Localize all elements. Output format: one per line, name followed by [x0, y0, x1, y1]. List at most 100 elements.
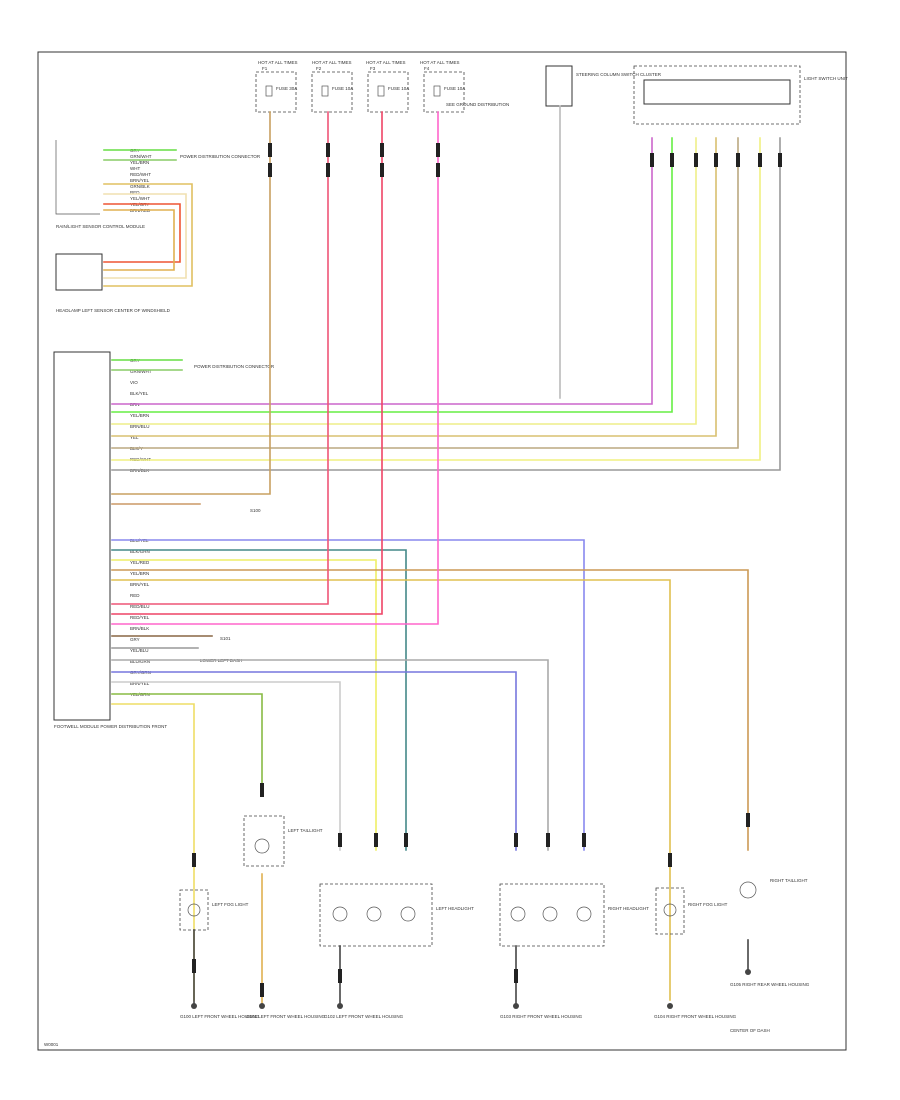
- connector-12: [714, 153, 718, 167]
- lower-pin-12: BLU/GRN: [130, 659, 150, 664]
- fuse-1-top: HOT AT ALL TIMES: [258, 60, 298, 65]
- upper-pin-8: RED: [130, 190, 140, 195]
- right-headlight-box: [499, 883, 605, 947]
- connector-1: [268, 143, 272, 157]
- wire-sensor-yelbrn: [103, 183, 193, 287]
- main-pin-6: YEL/BRN: [130, 413, 149, 418]
- lower-pin-10: GRY: [130, 637, 140, 642]
- right-tail-label: RIGHT TAILLIGHT: [770, 878, 808, 883]
- sensor-module-bracket: [55, 140, 100, 215]
- fuse-4-id: F4: [424, 66, 430, 71]
- connector-5: [380, 143, 384, 157]
- sensor-module-label: RAIN/LIGHT SENSOR CONTROL MODULE: [56, 224, 145, 229]
- fuse-3-box: [367, 71, 409, 113]
- splice-label-b: S101: [220, 636, 231, 641]
- left-headlight-bulb-2-icon: [366, 906, 382, 922]
- wire-lw-brnyel2: [111, 693, 263, 791]
- connector-7: [436, 143, 440, 157]
- connector-24: [668, 853, 672, 867]
- connector-17: [260, 783, 264, 797]
- wire-sensor-brnyel: [103, 209, 175, 271]
- upper-pin-7: GRN/BLK: [130, 184, 150, 189]
- main-pin-8: YEL: [130, 435, 139, 440]
- steering-column-box: [545, 65, 573, 107]
- connector-3: [326, 143, 330, 157]
- light-switch-label: LIGHT SWITCH UNIT: [804, 76, 848, 81]
- connector-21: [514, 833, 518, 847]
- ground-2-label: G101 LEFT FRONT WHEEL HOUSING: [246, 1014, 326, 1019]
- right-tail-bulb-icon: [739, 881, 757, 899]
- wire-lw-brnyel: [111, 569, 749, 851]
- fuse-2-box: [311, 71, 353, 113]
- wire-lw-redblu: [111, 111, 383, 615]
- wire-lw-redyel: [111, 111, 439, 625]
- lower-pin-8: RED/YEL: [130, 615, 150, 620]
- upper-pin-5: RED/WHT: [130, 172, 151, 177]
- upper-pin-2: GRN/WHT: [130, 154, 152, 159]
- lower-pin-11: YEL/BLU: [130, 648, 149, 653]
- right-headlight-label: RIGHT HEADLIGHT: [608, 906, 649, 911]
- main-pin-7: BRN/BLU: [130, 424, 150, 429]
- fuse-4-name: FUSE 10A: [444, 86, 465, 91]
- ground-5-icon: [667, 1003, 673, 1009]
- upper-pin-9: YEL/WHT: [130, 196, 150, 201]
- upper-pin-3: YEL/BRN: [130, 160, 149, 165]
- wire-lw-yelred: [111, 559, 377, 851]
- wire-lw-blugrn: [111, 671, 517, 851]
- connector-2: [268, 163, 272, 177]
- fuse-2-name: FUSE 10A: [332, 86, 353, 91]
- ground-5-label: G104 RIGHT FRONT WHEEL HOUSING: [654, 1014, 737, 1019]
- main-pin-labels: GRYGRN/WHTVIOBLK/YELBRNYEL/BRNBRN/BLUYEL…: [130, 358, 152, 473]
- ground-1-icon: [191, 1003, 197, 1009]
- connector-23: [582, 833, 586, 847]
- ground-4-label: G103 RIGHT FRONT WHEEL HOUSING: [500, 1014, 583, 1019]
- left-fog-bulb-icon: [187, 903, 201, 917]
- wire-lw-blkgrn: [111, 549, 407, 851]
- connector-4: [326, 163, 330, 177]
- connector-26: [192, 959, 196, 973]
- ground-4-icon: [513, 1003, 519, 1009]
- wire-sensor-wht: [103, 193, 187, 279]
- main-pin-4: BLK/YEL: [130, 391, 149, 396]
- lower-pin-7: RED/BLU: [130, 604, 150, 609]
- lower-pin-2: BLK/GRN: [130, 549, 150, 554]
- fuse-1-id: F1: [262, 66, 268, 71]
- rain-light-sensor-module: RAIN/LIGHT SENSOR CONTROL MODULE HEADLAM…: [55, 140, 261, 313]
- lamps: LEFT FOG LIGHT LEFT TAILLIGHT LEFT HEADL…: [179, 815, 808, 947]
- wire-lw-yelblu: [111, 659, 549, 851]
- diagram-frame: [37, 51, 847, 1051]
- power-dist-note-2: POWER DISTRIBUTION CONNECTOR: [194, 364, 275, 369]
- lower-pin-labels: BLU/YELBLK/GRNYEL/REDYEL/BRNBRN/YELREDRE…: [130, 538, 151, 697]
- lower-pin-3: YEL/RED: [130, 560, 150, 565]
- wire-lw-blu: [111, 539, 585, 851]
- ignition-label: SEE GROUND DISTRIBUTION: [446, 102, 509, 107]
- connector-10: [670, 153, 674, 167]
- upper-pin-4: WHT: [130, 166, 140, 171]
- wire-sensor-redwht: [103, 203, 181, 263]
- footer-code: W0001: [44, 1042, 59, 1047]
- connector-14: [758, 153, 762, 167]
- right-headlight-bulb-3-icon: [576, 906, 592, 922]
- connectors: [192, 143, 782, 997]
- ground-6-label: G105 RIGHT REAR WHEEL HOUSING: [730, 982, 810, 987]
- connector-11: [694, 153, 698, 167]
- power-dist-note-1: POWER DISTRIBUTION CONNECTOR: [180, 154, 261, 159]
- steering-column-label: STEERING COLUMN SWITCH CLUSTER: [576, 72, 662, 77]
- connector-27: [260, 983, 264, 997]
- ground-1-label: G100 LEFT FRONT WHEEL HOUSING: [180, 1014, 260, 1019]
- ground-6-icon: [745, 969, 751, 975]
- fuse-3-symbol: [377, 85, 385, 97]
- connector-19: [374, 833, 378, 847]
- fuse-2-id: F2: [316, 66, 322, 71]
- left-headlight-label: LEFT HEADLIGHT: [436, 906, 474, 911]
- headlamp-sensor-box: [55, 253, 103, 291]
- wire-ls-yelbrn: [111, 137, 717, 437]
- grounds: G100 LEFT FRONT WHEEL HOUSING G101 LEFT …: [180, 969, 810, 1033]
- lower-pin-14: BRN/YEL: [130, 681, 150, 686]
- lower-pin-4: YEL/BRN: [130, 571, 149, 576]
- fuse-4-top: HOT AT ALL TIMES: [420, 60, 460, 65]
- connector-18: [338, 833, 342, 847]
- ground-3-label: G102 LEFT FRONT WHEEL HOUSING: [324, 1014, 404, 1019]
- lower-pin-6: RED: [130, 593, 140, 598]
